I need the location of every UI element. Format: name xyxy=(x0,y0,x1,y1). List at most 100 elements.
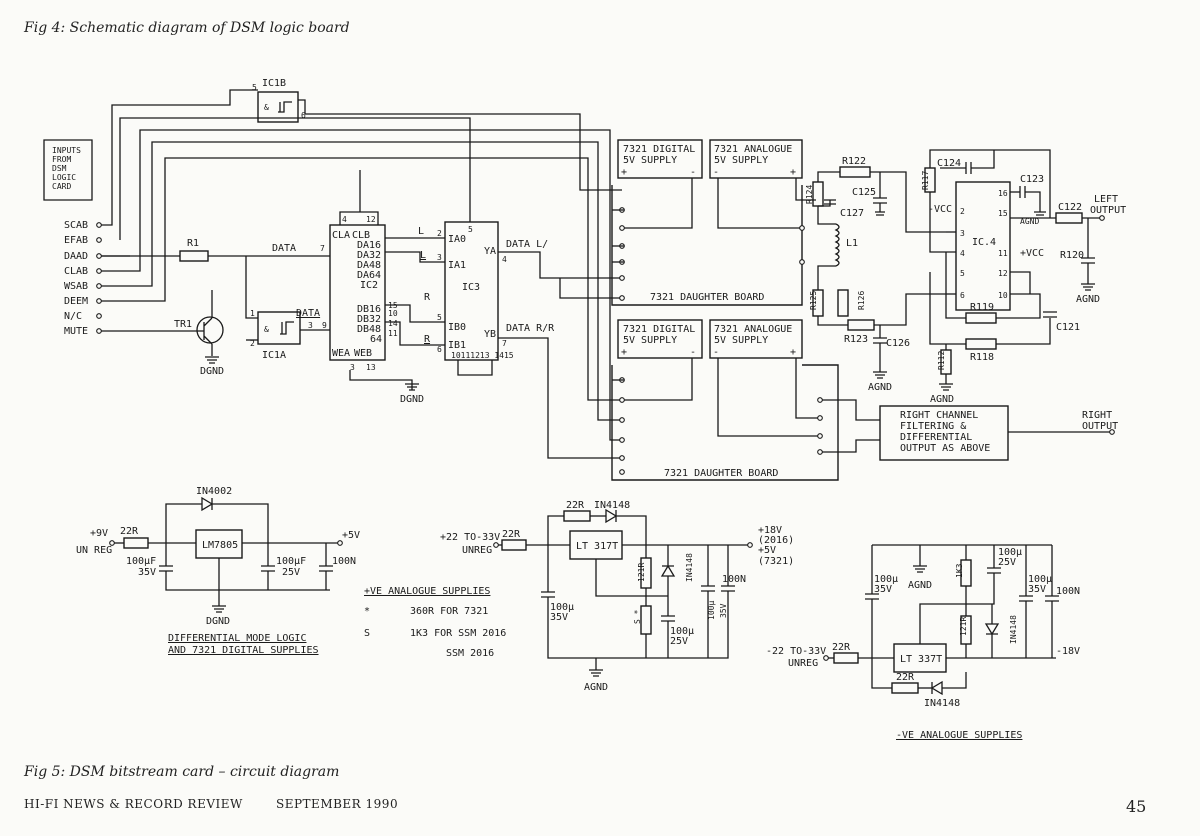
pin-number: 7 xyxy=(502,339,507,348)
right-channel-text: FILTERING & xyxy=(900,421,966,432)
r-bar-signal-label: R xyxy=(424,334,431,345)
pin-number: 9 xyxy=(322,321,327,330)
r117-label: C122 xyxy=(1058,202,1082,213)
input-terminal xyxy=(96,328,102,334)
ic2-pin-label: DB32 xyxy=(357,314,381,325)
l1-label: L1 xyxy=(846,238,858,249)
pin-number: 2 xyxy=(437,229,442,238)
cap-label: 100µ xyxy=(550,602,574,613)
regulator-label: LM7805 xyxy=(202,540,238,551)
cap-label: 35V xyxy=(1028,584,1046,595)
c125-label: C125 xyxy=(852,187,876,198)
inputs-box xyxy=(43,139,93,201)
l-bar-signal-label: L xyxy=(420,250,426,261)
ic3-pin-label: IB1 xyxy=(448,340,466,351)
output-label: -18V xyxy=(1056,646,1080,657)
output-label: (2016) xyxy=(758,535,794,546)
upper-daughter-board: 7321 DIGITAL 5V SUPPLY + - 7321 ANALOGUE… xyxy=(611,139,816,306)
ic1b-symbol: & xyxy=(264,103,269,112)
c127-label: C127 xyxy=(840,208,864,219)
pin-number: 6 xyxy=(437,345,442,354)
digital-supply-circuit: +9V UN REG 22R LM7805 +5V IN4002 100µF 3… xyxy=(76,486,360,656)
ground-symbol xyxy=(212,605,226,613)
pin-number: 14 xyxy=(388,319,398,328)
inputs-label-line: DSM xyxy=(52,164,67,173)
analogue-supply-label: 5V SUPPLY xyxy=(714,335,768,346)
digital-supply-label: 7321 DIGITAL xyxy=(623,324,695,335)
ic3-bottom-pins: 10111213 1415 xyxy=(451,351,514,360)
positive-supply-circuit: +22 TO-33V UNREG 22R LT 317T +18V (2016)… xyxy=(440,500,794,693)
cap-label: 35V xyxy=(138,567,156,578)
input-terminal xyxy=(96,253,102,259)
input-label: -22 TO-33V xyxy=(766,646,826,657)
pin-number: 12 xyxy=(998,269,1008,278)
pin-number: 6 xyxy=(301,111,306,120)
l-signal-label: L xyxy=(418,226,424,237)
cap-label: 35V xyxy=(550,612,568,623)
cap-label: 100µ xyxy=(707,601,716,620)
notes-mark: * xyxy=(364,606,370,617)
r124-label: R124 xyxy=(805,185,814,204)
ground-symbol xyxy=(913,565,927,573)
cap-label: 100µ xyxy=(670,626,694,637)
cap-label: 100N xyxy=(722,574,746,585)
r-signal-label: R xyxy=(424,292,431,303)
pin-number: 10 xyxy=(998,291,1008,300)
pin-number: 4 xyxy=(502,255,507,264)
pin-number: 4 xyxy=(960,249,965,258)
r1-label: R1 xyxy=(187,238,199,249)
cap-label: 25V xyxy=(998,557,1016,568)
pin-number: 5 xyxy=(437,313,442,322)
dgnd-label: DGND xyxy=(200,366,224,377)
diode-label: IN4002 xyxy=(196,486,232,497)
pin-number: 11 xyxy=(998,249,1008,258)
pin-number: 11 xyxy=(388,329,398,338)
input-pin-label: CLAB xyxy=(64,266,88,277)
ic2-pin-label: 64 xyxy=(370,334,382,345)
input-terminal xyxy=(96,283,102,289)
diode-label: IN4148 xyxy=(1009,615,1018,644)
inputs-label-line: FROM xyxy=(52,155,71,164)
data-l-signal-label: DATA L/ xyxy=(506,239,548,250)
c122-label: R120 xyxy=(1060,250,1084,261)
pin-number: 6 xyxy=(960,291,965,300)
input-pin-label: EFAB xyxy=(64,235,88,246)
output-label: +5V xyxy=(342,530,360,541)
right-channel-text: RIGHT CHANNEL xyxy=(900,410,978,421)
input-terminal xyxy=(96,222,102,228)
ic2-pin-label: DA48 xyxy=(357,260,381,271)
output-label: +5V xyxy=(758,545,776,556)
ground-symbol xyxy=(939,383,953,391)
input-pin-label: N/C xyxy=(64,311,82,322)
lower-daughter-board: 7321 DIGITAL 5V SUPPLY + - 7321 ANALOGUE… xyxy=(611,319,880,481)
daughter-board-label: 7321 DAUGHTER BOARD xyxy=(650,292,764,303)
plus-sign: + xyxy=(621,167,627,178)
ic4-vcc-label: +VCC xyxy=(1020,248,1044,259)
ic2-pin-label: CLB xyxy=(352,230,370,241)
pin-number: 3 xyxy=(960,229,965,238)
tr1-transistor: TR1 DGND xyxy=(174,316,224,377)
agnd-label: AGND xyxy=(1020,217,1039,226)
cap-label: 100µF xyxy=(126,556,156,567)
ic1a: IC1A 1 2 3 9 & xyxy=(250,309,327,361)
input-terminal xyxy=(96,313,102,319)
ic2-pin-label: CLA xyxy=(332,230,350,241)
ic1b: IC1B 5 6 & xyxy=(252,78,306,123)
r119-label: R119 xyxy=(970,302,994,313)
analogue-supply-label: 7321 ANALOGUE xyxy=(714,324,792,335)
inputs-connector: INPUTS FROM DSM LOGIC CARD SCAB EFAB DAA… xyxy=(43,139,102,337)
ic2-pin-label: DA16 xyxy=(357,240,381,251)
notes-text: SSM 2016 xyxy=(446,648,494,659)
c124-label: C124 xyxy=(937,158,961,169)
input-label: UNREG xyxy=(462,545,492,556)
minus-sign: - xyxy=(690,167,696,178)
agnd-label: AGND xyxy=(1076,294,1100,305)
left-output-filter: R124 R122 C125 C127 L1 R125 R126 R123 xyxy=(805,149,1126,405)
pin-number: 15 xyxy=(998,209,1008,218)
minus-sign: - xyxy=(713,167,719,178)
plus-sign: + xyxy=(621,347,627,358)
c126-label: C126 xyxy=(886,338,910,349)
resistor-label: 22R xyxy=(120,526,139,537)
r112-label: R112 xyxy=(937,351,946,370)
